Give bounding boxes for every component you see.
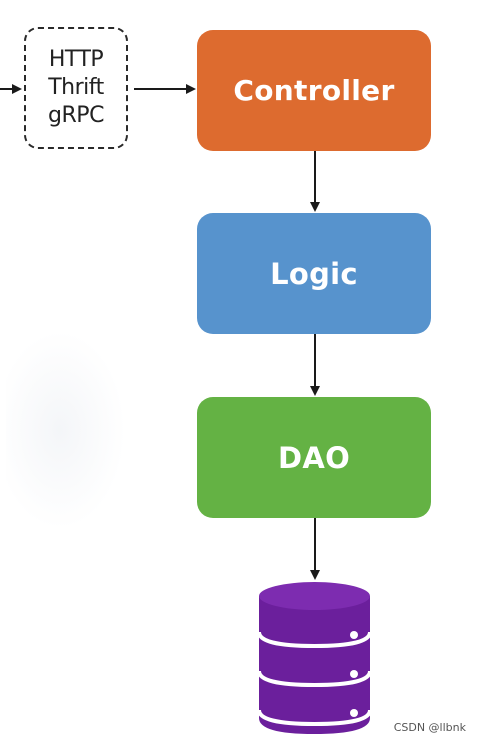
protocol-grpc: gRPC (48, 103, 104, 128)
logic-label: Logic (270, 256, 358, 291)
dao-label: DAO (277, 440, 351, 475)
database-icon (257, 582, 372, 734)
dao-box: DAO (197, 397, 431, 518)
controller-box: Controller (197, 30, 431, 151)
logic-box: Logic (197, 213, 431, 334)
controller-label: Controller (233, 74, 395, 107)
background-smudge (6, 330, 126, 530)
protocol-http: HTTP (48, 47, 104, 72)
watermark: CSDN @llbnk (393, 721, 466, 734)
protocol-box: HTTP Thrift gRPC (24, 27, 128, 149)
protocol-thrift: Thrift (48, 75, 104, 100)
